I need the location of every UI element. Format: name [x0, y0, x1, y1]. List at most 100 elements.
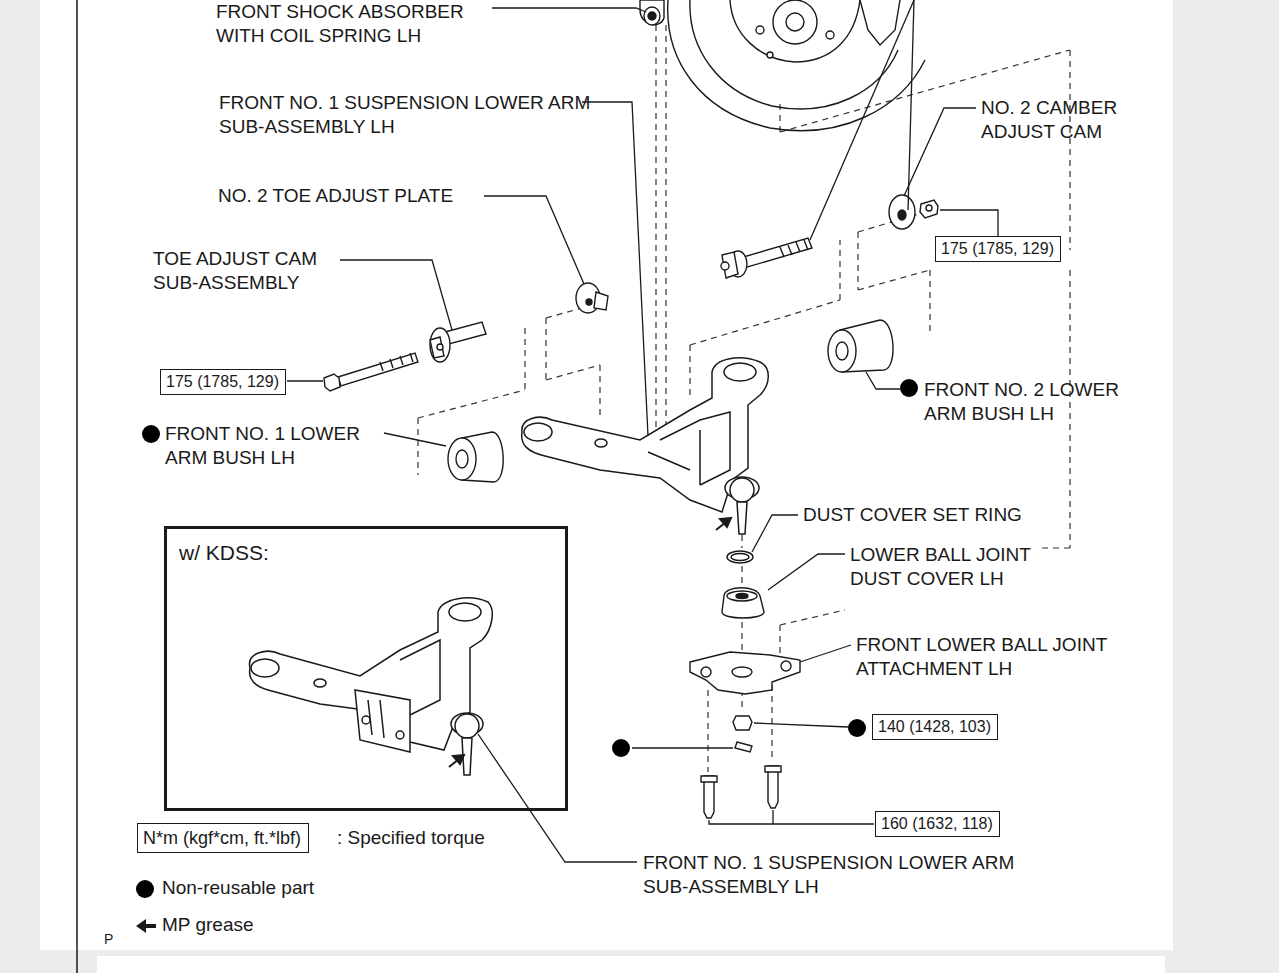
torque-spec-box: 175 (1785, 129) [935, 236, 1061, 262]
camber-cam [889, 195, 915, 229]
leader-line [709, 820, 874, 824]
brake-disc [668, 0, 925, 131]
toe-bolt [338, 353, 418, 386]
alignment-dashes [741, 622, 742, 655]
legend-note: : Specified torque [337, 826, 485, 850]
inset-lower-arm [251, 659, 279, 677]
leader-line [866, 372, 900, 389]
camber-cam [926, 205, 932, 211]
alignment-dashes [545, 318, 546, 380]
toe-bolt [430, 337, 444, 358]
ball-joint-hardware [722, 588, 764, 618]
lower-arm [595, 439, 607, 447]
torque-spec-box: 160 (1632, 118) [875, 811, 1000, 837]
alignment-dashes [779, 100, 780, 132]
lower-arm-bush [828, 330, 856, 372]
inset-lower-arm [449, 603, 481, 621]
alignment-dashes [689, 345, 690, 395]
toe-bolt [324, 374, 340, 391]
brake-disc [826, 31, 834, 39]
ball-joint-hardware [735, 742, 752, 752]
part-label: FRONT NO. 1 SUSPENSION LOWER ARM SUB-ASS… [219, 91, 599, 139]
inset-lower-arm [362, 716, 370, 724]
leader-line [904, 108, 976, 196]
ball-joint-hardware [727, 551, 753, 563]
part-label: NO. 2 CAMBER ADJUST CAM [981, 96, 1153, 144]
non-reusable-dot [142, 379, 918, 757]
leader-line [632, 747, 733, 748]
lower-arm-bush [448, 438, 476, 480]
inset-lower-arm [250, 598, 493, 750]
grease-arrow [449, 518, 731, 767]
part-label: FRONT LOWER BALL JOINT ATTACHMENT LH [856, 633, 1156, 681]
alignment-dashes [929, 270, 930, 335]
torque-unit-box: N*m (kgf*cm, ft.*lbf) [137, 823, 309, 853]
brake-disc [786, 13, 804, 31]
toe-plate [594, 292, 608, 310]
leader-line [768, 554, 845, 590]
page-rule [76, 0, 78, 973]
inset-lower-arm [355, 690, 410, 752]
ball-joint-hardware [736, 594, 748, 599]
toe-bolt [324, 322, 486, 391]
lower-arm-bush [836, 342, 848, 360]
leader-line [810, 0, 914, 240]
leader-line [908, 0, 914, 210]
part-label: FRONT NO. 2 LOWER ARM BUSH LH [924, 378, 1156, 426]
lower-arm [730, 478, 754, 502]
brake-disc [730, 0, 860, 62]
torque-spec-box: 140 (1428, 103) [872, 714, 998, 740]
torque-spec-box: 175 (1785, 129) [160, 369, 286, 395]
grease-arrow [453, 755, 464, 764]
ball-joint-hardware [731, 554, 749, 561]
part-label: NO. 2 TOE ADJUST PLATE [218, 184, 453, 208]
node-text: 175 (1785, 129) [941, 240, 1055, 258]
shock-absorber-eye [640, 0, 664, 25]
legend-text: Non-reusable part [162, 876, 314, 900]
non-reusable-dot [612, 739, 630, 757]
node-text: w/ KDSS: [179, 541, 553, 565]
non-reusable-symbol [134, 878, 158, 900]
shock-absorber-eye [648, 12, 656, 20]
non-reusable-symbol [136, 880, 154, 898]
toe-plate [576, 283, 608, 313]
lower-arm [724, 363, 756, 381]
leader-line [582, 102, 648, 436]
lower-arm [524, 423, 552, 441]
ball-joint-hardware [701, 776, 717, 782]
non-reusable-dot [142, 425, 160, 443]
lower-arm [648, 430, 700, 485]
ball-joint-hardware [690, 652, 800, 694]
brake-disc [860, 0, 900, 45]
camber-bolt [721, 238, 812, 278]
non-reusable-dot [848, 719, 866, 737]
ball-joint-hardware [781, 661, 791, 671]
camber-bolt [740, 238, 812, 268]
inset-lower-arm [455, 714, 479, 738]
alignment-dashes [417, 418, 418, 475]
toe-plate [586, 299, 592, 305]
leader-line [484, 196, 584, 284]
grease-arrow-symbol [134, 915, 158, 937]
alignment-dashes [546, 365, 600, 380]
alignment-dashes [780, 610, 845, 625]
ball-joint-hardware [701, 667, 711, 677]
non-reusable-dot [900, 379, 918, 397]
inset-lower-arm [396, 731, 404, 739]
part-label: TOE ADJUST CAM SUB-ASSEMBLY [153, 247, 358, 295]
alignment-dashes [707, 690, 708, 772]
inset-lower-arm [250, 598, 493, 775]
leader-line [287, 380, 323, 381]
node-text: 160 (1632, 118) [881, 815, 994, 833]
alignment-dashes [690, 300, 840, 345]
alignment-dashes [741, 566, 742, 585]
leader-line [800, 645, 851, 662]
part-label: FRONT SHOCK ABSORBER WITH COIL SPRING LH [216, 0, 516, 48]
leader-line [492, 8, 646, 12]
alignment-dashes [665, 25, 666, 430]
part-label: FRONT NO. 1 LOWER ARM BUSH LH [165, 422, 397, 470]
leader-line [772, 810, 773, 824]
alignment-dashes [1069, 50, 1070, 250]
alignment-dashes [779, 625, 780, 655]
lower-arm [737, 502, 747, 534]
